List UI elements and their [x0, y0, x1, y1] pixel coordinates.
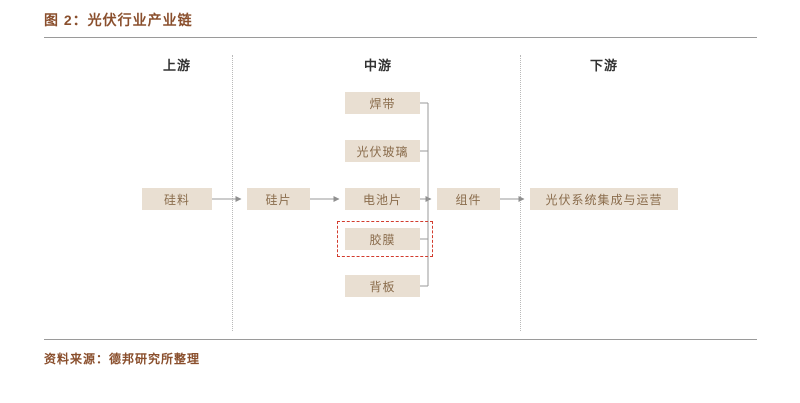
section-label-upstream: 上游 [163, 58, 192, 73]
section-label-downstream: 下游 [590, 58, 619, 73]
node-system-integration: 光伏系统集成与运营 [530, 188, 678, 210]
top-rule [44, 37, 757, 38]
highlight-dashed-box [337, 221, 433, 257]
node-cell: 电池片 [345, 188, 420, 210]
node-silicon-wafer: 硅片 [247, 188, 310, 210]
node-backsheet: 背板 [345, 275, 420, 297]
separator-midstream-downstream [520, 55, 521, 331]
figure-title: 图 2：光伏行业产业链 [44, 12, 193, 28]
node-pv-glass: 光伏玻璃 [345, 140, 420, 162]
bottom-rule [44, 339, 757, 340]
node-eva-film: 胶膜 [345, 228, 420, 250]
separator-upstream-midstream [232, 55, 233, 331]
section-label-midstream: 中游 [364, 58, 393, 73]
node-solder-ribbon: 焊带 [345, 92, 420, 114]
node-module: 组件 [437, 188, 500, 210]
source-note: 资料来源：德邦研究所整理 [44, 352, 201, 366]
node-silicon-material: 硅料 [142, 188, 212, 210]
